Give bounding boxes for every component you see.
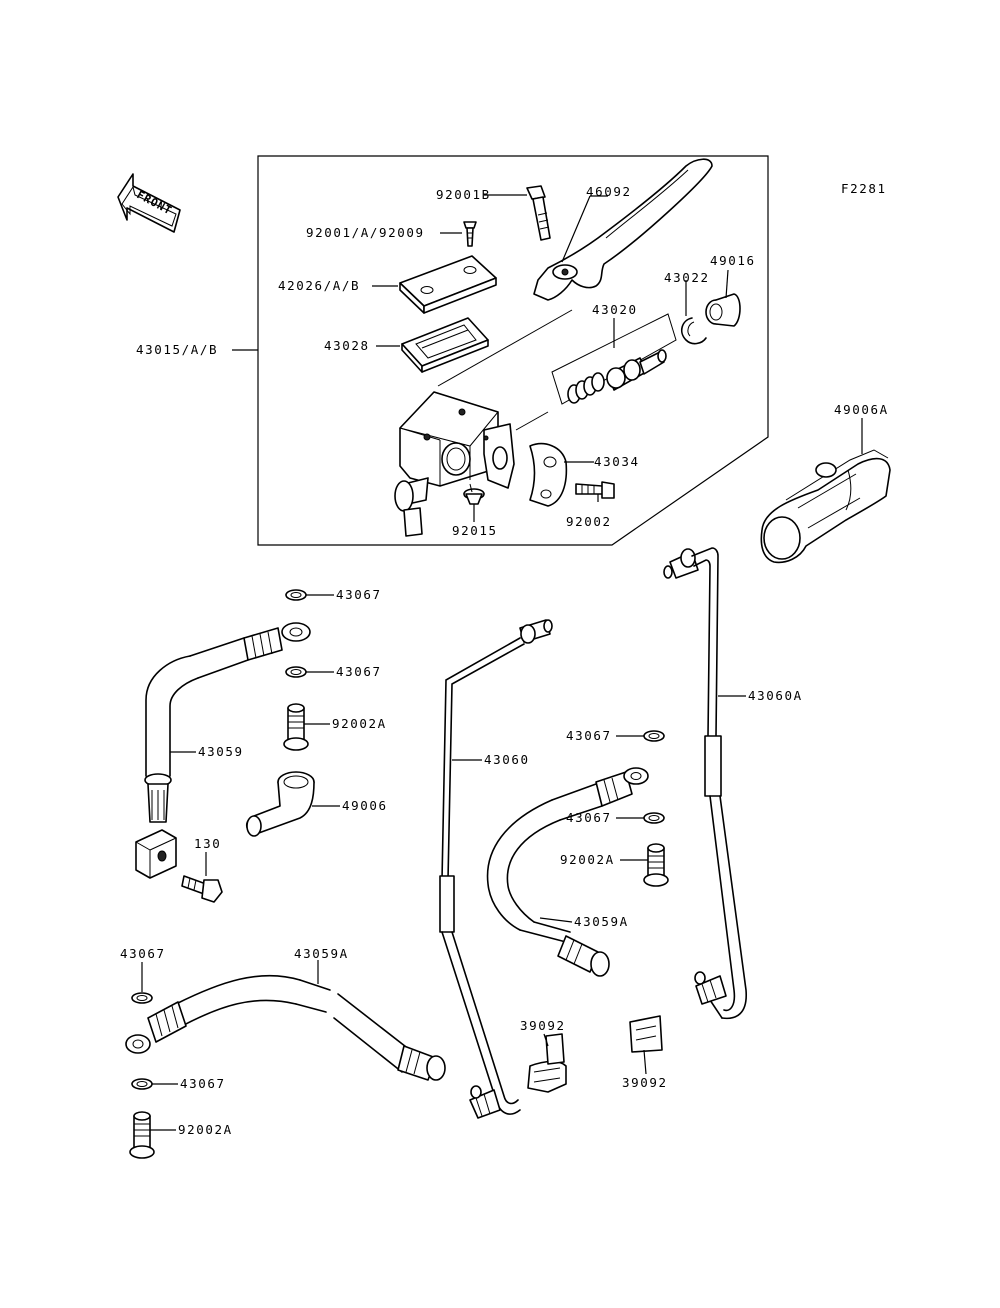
piston-kit-icon — [551, 313, 677, 405]
brake-hose-a-icon — [486, 767, 649, 977]
label-43015-a-b: 43015/A/B — [136, 342, 218, 357]
lever-cover-icon — [760, 449, 891, 564]
label-43059a-a: 43059A — [574, 914, 629, 929]
washer-icon — [131, 992, 153, 1004]
mounting-bolt-icon — [181, 875, 223, 903]
washer-icon — [643, 730, 665, 742]
brake-hose-a-icon — [125, 974, 446, 1081]
label-92001-a-92009: 92001/A/92009 — [306, 225, 425, 240]
master-cylinder-icon — [394, 391, 515, 537]
label-43059: 43059 — [198, 744, 244, 759]
label-43067-e: 43067 — [120, 946, 166, 961]
brake-pipe-icon — [439, 619, 553, 1119]
assembly-outline — [257, 155, 769, 546]
washer-icon — [285, 666, 307, 678]
part-labels: 92001B 46092 92001/A/92009 42026/A/B 430… — [120, 184, 889, 1137]
boot-icon — [705, 293, 741, 327]
brake-lever-icon — [533, 158, 713, 301]
label-43020: 43020 — [592, 302, 638, 317]
label-92002a-c: 92002A — [178, 1122, 233, 1137]
bleeder-icon — [463, 483, 485, 505]
reservoir-cover-icon — [399, 255, 497, 314]
label-43067-a: 43067 — [336, 587, 382, 602]
pivot-bolt-icon — [526, 185, 551, 241]
label-43034: 43034 — [594, 454, 640, 469]
label-43067-c: 43067 — [566, 728, 612, 743]
label-43067-d: 43067 — [566, 810, 612, 825]
brake-hose-icon — [135, 622, 311, 879]
label-43060: 43060 — [484, 752, 530, 767]
brake-pipe-a-icon — [663, 547, 747, 1020]
washer-icon — [643, 812, 665, 824]
label-46092: 46092 — [586, 184, 632, 199]
label-92015: 92015 — [452, 523, 498, 538]
label-49006a: 49006A — [834, 402, 889, 417]
label-43067-b: 43067 — [336, 664, 382, 679]
banjo-bolt-icon — [283, 703, 309, 751]
front-arrow-icon: FRONT — [117, 173, 181, 233]
label-92002a-b: 92002A — [560, 852, 615, 867]
label-43067-f: 43067 — [180, 1076, 226, 1091]
label-43059a-b: 43059A — [294, 946, 349, 961]
label-39092-b: 39092 — [622, 1075, 668, 1090]
clamp-icon — [529, 442, 568, 507]
label-39092-a: 39092 — [520, 1018, 566, 1033]
label-49006: 49006 — [342, 798, 388, 813]
clamp-bolt-icon — [575, 481, 615, 499]
circlip-icon — [680, 317, 707, 345]
diaphragm-icon — [401, 317, 489, 373]
hose-clip-icon — [629, 1015, 663, 1053]
figure-code: F2281 — [841, 181, 887, 196]
cover-screw-icon — [463, 221, 477, 247]
washer-icon — [131, 1078, 153, 1090]
label-49016: 49016 — [710, 253, 756, 268]
label-92002: 92002 — [566, 514, 612, 529]
label-42026-a-b: 42026/A/B — [278, 278, 360, 293]
label-92002a-a: 92002A — [332, 716, 387, 731]
elbow-fitting-icon — [245, 771, 315, 837]
washer-icon — [285, 589, 307, 601]
label-130: 130 — [194, 836, 221, 851]
label-43022: 43022 — [664, 270, 710, 285]
label-43060a: 43060A — [748, 688, 803, 703]
banjo-bolt-icon — [129, 1111, 155, 1159]
hose-clip-icon — [527, 1033, 567, 1093]
banjo-bolt-icon — [643, 843, 669, 887]
label-43028: 43028 — [324, 338, 370, 353]
leader-lines — [141, 194, 863, 1131]
label-92001b: 92001B — [436, 187, 491, 202]
